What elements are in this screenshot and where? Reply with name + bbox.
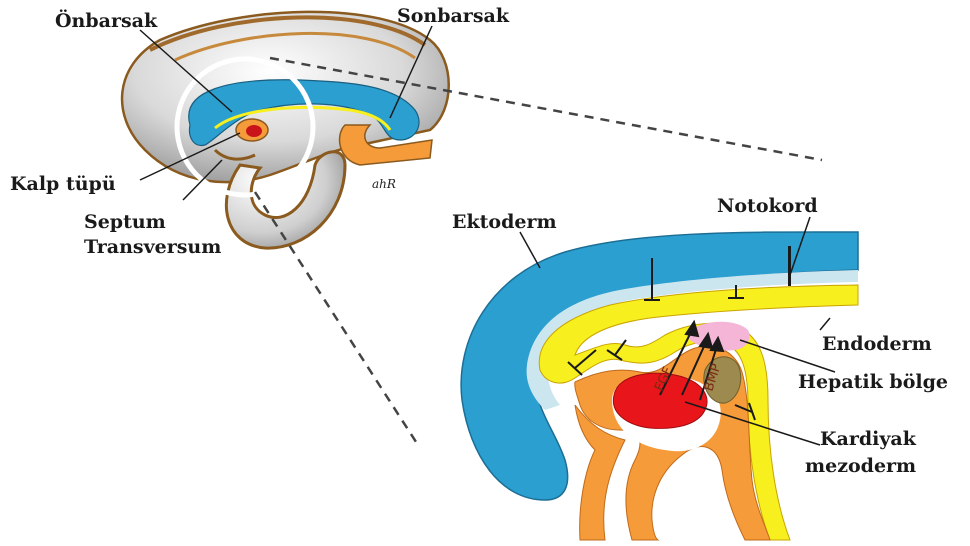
overview-heart-core (246, 125, 262, 137)
label-onbarsak: Önbarsak (55, 9, 158, 32)
notochord-mark (788, 246, 791, 286)
label-mezoderm: mezoderm (805, 455, 916, 477)
label-hepatik: Hepatik bölge (798, 371, 948, 393)
label-kalp-tupu: Kalp tüpü (10, 173, 116, 195)
label-endoderm: Endoderm (822, 333, 932, 355)
label-kardiyak: Kardiyak (820, 428, 917, 450)
label-sonbarsak: Sonbarsak (397, 5, 510, 27)
label-notokord: Notokord (717, 195, 818, 217)
label-transversum: Transversum (84, 236, 221, 258)
signature-mark: ahR (372, 177, 396, 191)
label-septum: Septum (84, 211, 166, 233)
label-ektoderm: Ektoderm (452, 211, 557, 233)
